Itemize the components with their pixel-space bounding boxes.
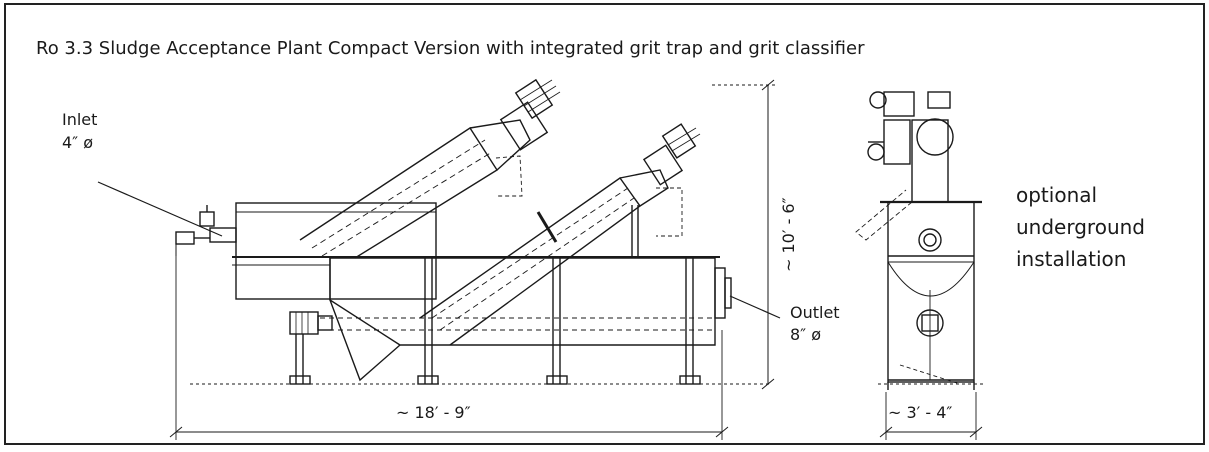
inlet-size-label: 4″ ø: [62, 133, 93, 152]
side-view: [97, 78, 781, 440]
outlet-label: Outlet: [790, 303, 840, 322]
note-line-1: optional: [1016, 183, 1097, 207]
support-legs: [289, 258, 701, 385]
height-dimension-label: ~ 10′ - 6″: [779, 197, 798, 272]
width-dimension-label: ~ 3′ - 4″: [888, 403, 952, 422]
screen-motor: [514, 78, 554, 120]
outlet-leader: [729, 295, 781, 319]
grit-classifier-screw: [419, 123, 701, 346]
inlet-leader: [97, 181, 223, 237]
diagram-border: [4, 3, 1205, 445]
grit-trap-tank: [329, 257, 716, 346]
diagram-title: Ro 3.3 Sludge Acceptance Plant Compact V…: [36, 38, 865, 59]
end-view: [855, 91, 984, 440]
outlet-size-label: 8″ ø: [790, 325, 821, 344]
note-line-3: installation: [1016, 247, 1126, 271]
length-dimension-label: ~ 18′ - 9″: [396, 403, 471, 422]
classifier-motor: [661, 123, 697, 159]
acceptance-hopper: [235, 202, 437, 300]
note-line-2: underground: [1016, 215, 1145, 239]
inlet-pipe: [175, 205, 237, 256]
outlet-flange: [714, 267, 726, 319]
bottom-screw-motor: [289, 311, 319, 335]
inlet-label: Inlet: [62, 110, 97, 129]
inclined-screen-screw: [299, 78, 561, 259]
